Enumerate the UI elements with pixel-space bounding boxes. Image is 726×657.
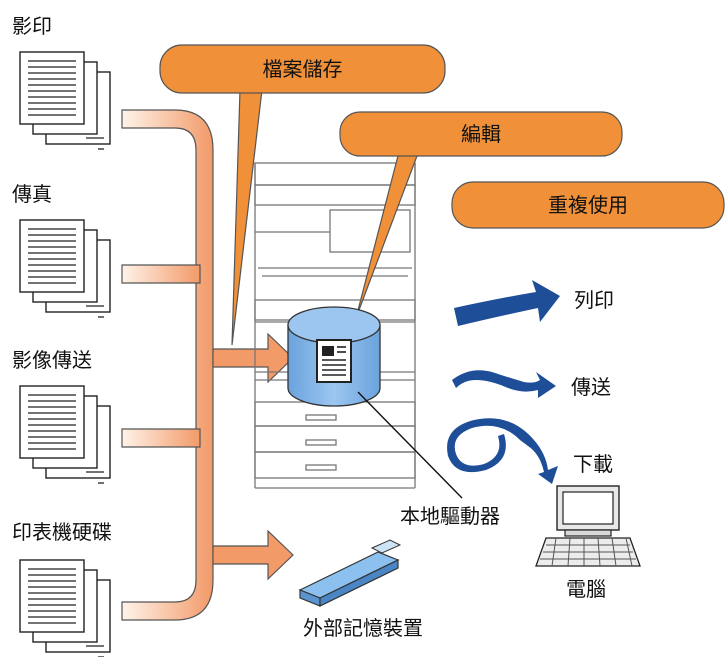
download-arrow-icon [447,418,558,484]
callout-file-storage [159,44,446,346]
external-device-label: 外部記憶裝置 [303,616,423,640]
source-copy-document-icon [19,51,111,150]
output-label-send: 傳送 [571,375,611,399]
source-image-send-document-icon [19,385,111,484]
source-label-fax: 傳真 [12,182,52,206]
source-label-copy: 影印 [12,14,52,38]
source-fax-document-icon [19,219,111,318]
source-printer-hdd-document-icon [19,559,111,657]
local-drive-icon [287,306,463,499]
local-drive-label: 本地驅動器 [400,504,500,528]
output-label-print: 列印 [574,288,614,312]
callout-edit-text: 編輯 [461,122,501,146]
callout-reuse [451,181,725,229]
print-arrow-icon [454,280,560,326]
source-label-image-send: 影像傳送 [12,348,92,372]
multifunction-printer-icon [254,162,416,489]
flow-bracket [121,109,294,621]
computer-label: 電腦 [566,577,606,601]
callout-file-storage-text: 檔案儲存 [262,57,343,81]
computer-icon [535,485,641,567]
callout-reuse-text: 重複使用 [548,193,628,217]
send-arrow-icon [452,370,556,398]
external-memory-device-icon [298,539,402,607]
output-label-download: 下載 [573,452,613,476]
source-label-printer-hdd: 印表機硬碟 [12,520,112,544]
callout-edit [339,111,623,319]
